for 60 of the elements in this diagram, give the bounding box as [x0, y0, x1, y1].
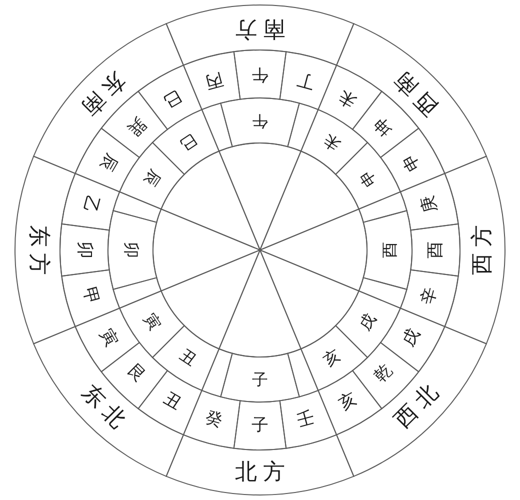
ring-cell — [219, 97, 301, 148]
center-wedge — [218, 249, 302, 358]
ring-cell — [112, 190, 163, 224]
character-label: 戌 — [356, 310, 379, 334]
character-label: 巳 — [176, 131, 200, 154]
ring-cell — [107, 209, 158, 291]
center-wedge — [160, 150, 261, 251]
ring-cell — [182, 50, 242, 111]
ring-cell — [286, 347, 320, 398]
direction-label: 北方 — [234, 462, 291, 484]
character-label: 子 — [252, 372, 268, 388]
direction-sector — [14, 155, 77, 345]
center-wedge — [259, 208, 368, 292]
direction-label: 西方 — [472, 219, 494, 277]
center-wedge — [259, 150, 360, 251]
ring-cell — [219, 352, 301, 403]
ring-cell — [362, 209, 413, 291]
ring-cell — [232, 49, 288, 101]
character-label: 未 — [336, 86, 360, 110]
character-label: 辰 — [96, 150, 120, 174]
ring-cell — [60, 268, 121, 328]
character-label: 午 — [252, 66, 268, 82]
ring-cell — [286, 102, 320, 153]
character-label: 丑 — [176, 346, 200, 369]
direction-label: 东方 — [26, 224, 48, 281]
character-label: 巳 — [160, 86, 184, 110]
character-label: 午 — [252, 112, 268, 128]
direction-sector — [165, 433, 355, 496]
character-label: 未 — [320, 131, 344, 154]
center-wedge — [152, 208, 261, 292]
ring-cell — [200, 102, 234, 153]
character-label: 申 — [356, 166, 379, 190]
character-label: 丑 — [160, 390, 184, 414]
character-label: 乙 — [80, 194, 100, 215]
direction-label: 南方 — [229, 16, 286, 38]
ring-cell — [232, 399, 288, 451]
character-label: 戌 — [400, 326, 424, 350]
character-label: 庚 — [420, 194, 440, 215]
character-label: 子 — [252, 418, 268, 434]
ring-cell — [59, 222, 111, 278]
center-wedge — [259, 249, 360, 350]
character-label: 丙 — [204, 70, 225, 90]
character-label: 亥 — [336, 390, 360, 414]
character-label: 癸 — [204, 410, 225, 430]
character-label: 甲 — [80, 285, 100, 306]
character-label: 辛 — [420, 285, 440, 306]
character-label: 申 — [400, 150, 424, 174]
character-label: 酉 — [382, 242, 398, 258]
character-label: 丁 — [295, 70, 316, 90]
character-label: 寅 — [141, 310, 164, 334]
character-label: 酉 — [428, 242, 444, 258]
character-label: 寅 — [96, 326, 120, 350]
center-wedge — [160, 249, 261, 350]
character-label: 卯 — [76, 242, 92, 258]
ring-cell — [409, 222, 461, 278]
character-label: 亥 — [320, 346, 344, 369]
character-label: 壬 — [295, 410, 316, 430]
character-label: 辰 — [141, 166, 164, 190]
character-label: 卯 — [122, 242, 138, 258]
direction-sector — [443, 155, 506, 345]
